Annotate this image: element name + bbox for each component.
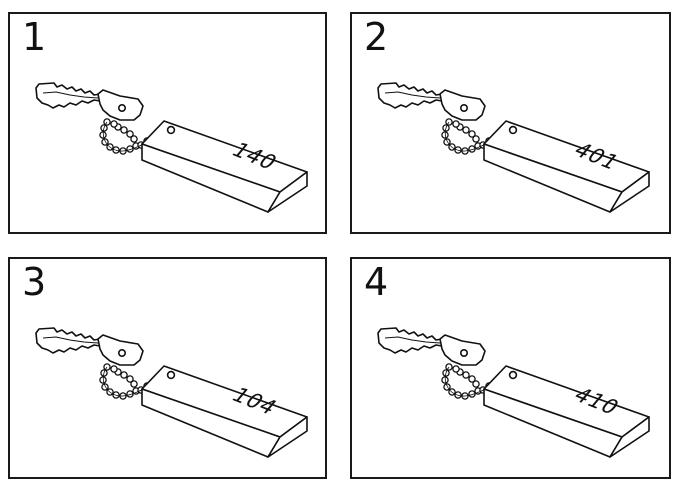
chain-bead <box>468 130 476 138</box>
tag-hole <box>166 370 176 380</box>
key-hole <box>118 104 127 113</box>
chain-bead <box>130 135 138 143</box>
chain-bead <box>120 371 128 379</box>
chain-bead <box>462 371 470 379</box>
key-with-tag-illustration: 401 <box>377 82 650 213</box>
tag-hole <box>508 125 518 135</box>
chain-bead <box>126 375 134 383</box>
chain-bead <box>468 375 476 383</box>
tag-hole <box>166 125 176 135</box>
option-panel-2[interactable]: 2 401 <box>350 12 671 234</box>
chain-bead <box>110 365 118 373</box>
panel-number: 1 <box>22 15 47 59</box>
key-with-tag-illustration: 410 <box>377 327 650 458</box>
tag-end-face <box>267 171 308 213</box>
key-groove <box>42 91 99 99</box>
chain-bead <box>120 126 128 134</box>
key-groove <box>384 91 441 99</box>
key-with-tag-illustration: 104 <box>35 327 308 458</box>
illustration-group <box>35 327 308 458</box>
tag-end-face <box>609 171 650 213</box>
panel-number: 4 <box>364 260 389 304</box>
key-hole <box>460 104 469 113</box>
key-blade <box>377 82 446 109</box>
option-panel-1[interactable]: 1 140 <box>8 12 327 234</box>
tag-hole <box>508 370 518 380</box>
panel-number: 2 <box>364 15 389 59</box>
chain-bead <box>130 380 138 388</box>
chain-bead <box>110 120 118 128</box>
chain-bead <box>452 365 460 373</box>
tag-end-face <box>267 416 308 458</box>
option-panel-3[interactable]: 3 104 <box>8 257 327 479</box>
option-panel-4[interactable]: 4 410 <box>350 257 671 479</box>
tag-end-face <box>609 416 650 458</box>
illustration-group <box>35 82 308 213</box>
chain-bead <box>472 135 480 143</box>
key-hole <box>460 349 469 358</box>
illustration-group <box>377 82 650 213</box>
key-blade <box>377 327 446 354</box>
key-hole <box>118 349 127 358</box>
key-groove <box>384 336 441 344</box>
chain-bead <box>472 380 480 388</box>
chain-bead <box>462 126 470 134</box>
illustration-group <box>377 327 650 458</box>
chain-bead <box>126 130 134 138</box>
chain-bead <box>452 120 460 128</box>
key-blade <box>35 82 104 109</box>
panel-number: 3 <box>22 260 47 304</box>
key-blade <box>35 327 104 354</box>
key-groove <box>42 336 99 344</box>
key-with-tag-illustration: 140 <box>35 82 308 213</box>
